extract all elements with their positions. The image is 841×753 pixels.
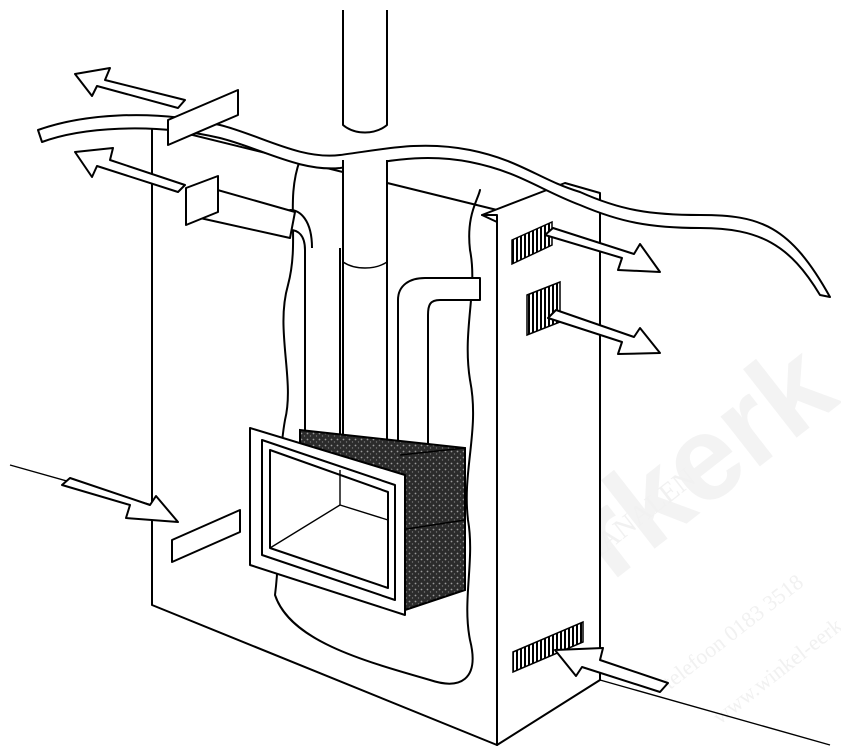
arrow-outlet-top-left-icon bbox=[74, 67, 186, 109]
wall-grilles bbox=[511, 220, 584, 674]
left-wall-plates bbox=[167, 89, 241, 563]
arrow-outlet-right-mid-icon bbox=[547, 309, 661, 355]
arrow-inlet-right-bottom-icon bbox=[554, 647, 669, 693]
flue-pipes bbox=[191, 10, 481, 446]
ceiling-cut bbox=[37, 114, 831, 298]
arrow-outlet-right-top-icon bbox=[544, 227, 661, 273]
fireplace-insert bbox=[249, 427, 406, 616]
arrow-outlet-left-icon bbox=[74, 147, 186, 193]
arrow-inlet-left-icon bbox=[61, 477, 179, 523]
airflow-arrows bbox=[61, 67, 669, 693]
